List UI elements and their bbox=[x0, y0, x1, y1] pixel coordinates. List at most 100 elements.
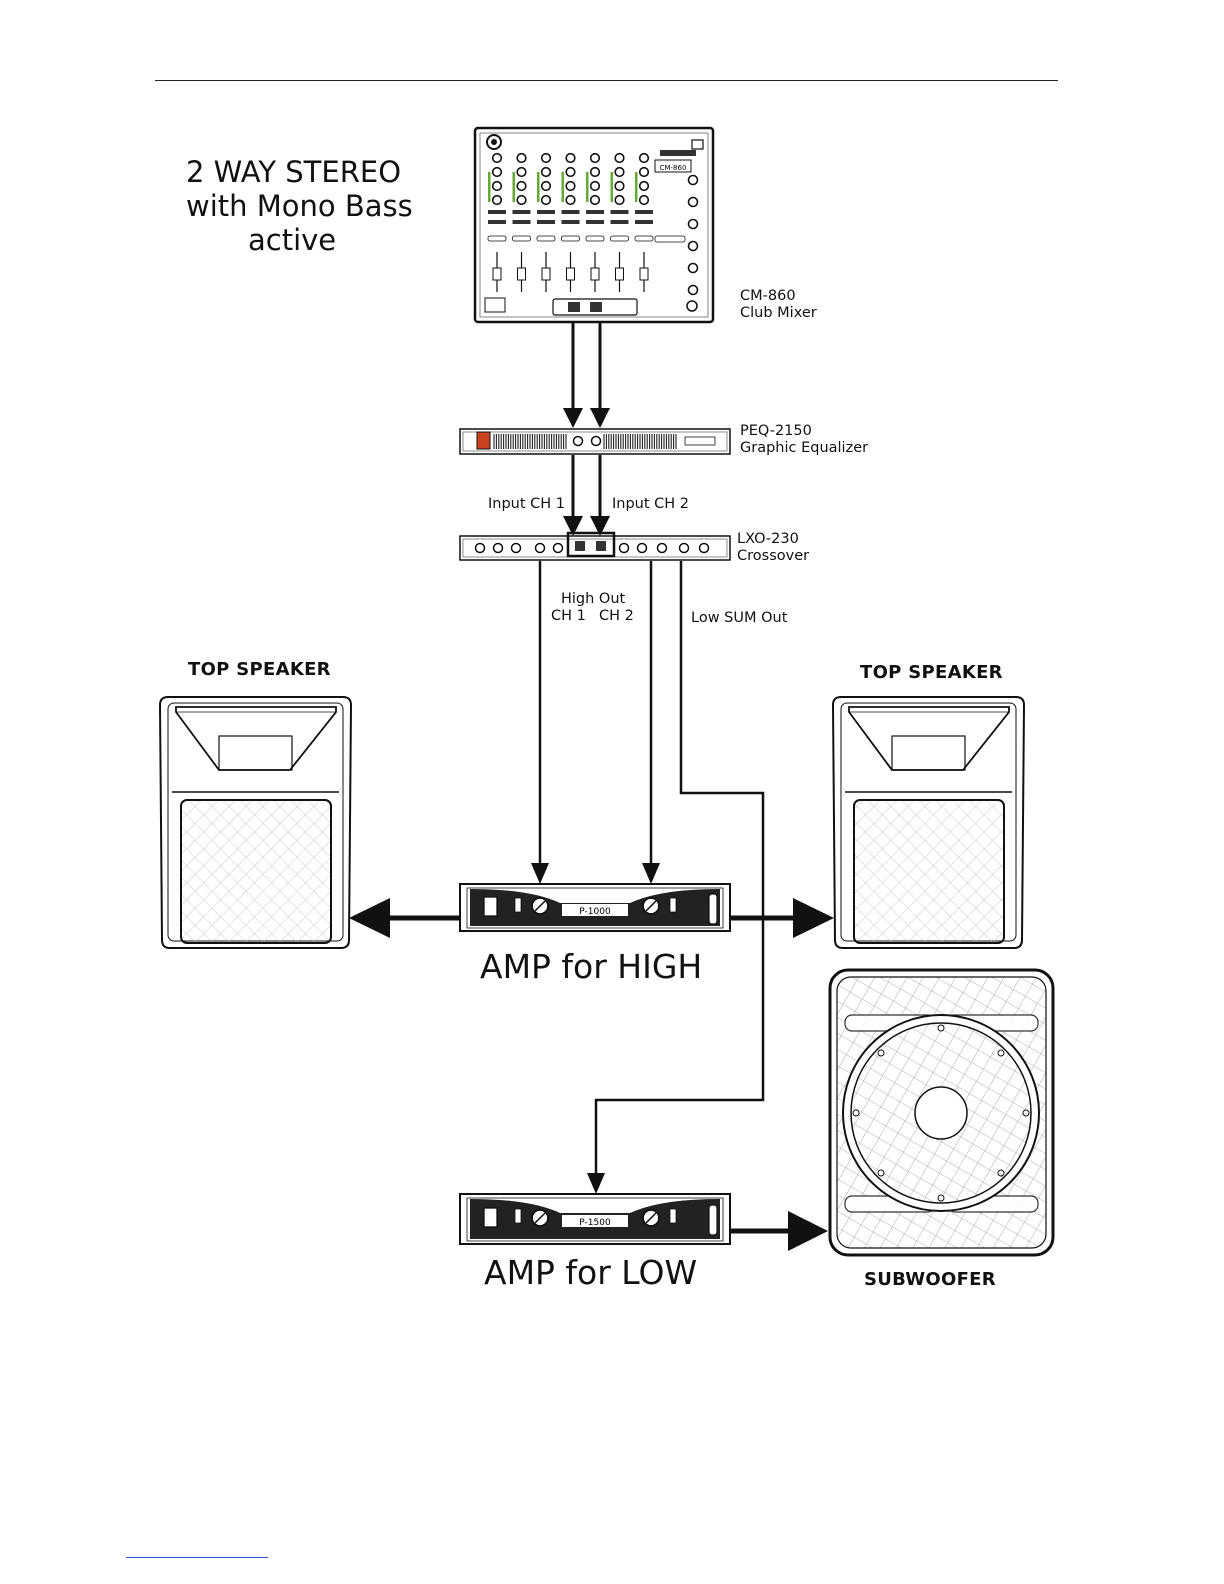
mixer-fader-cap bbox=[567, 268, 575, 280]
top-speaker-right bbox=[833, 697, 1024, 948]
mixer-switch bbox=[635, 220, 653, 224]
amp-low-panel-label: P-1500 bbox=[579, 1218, 611, 1228]
mixer-switch bbox=[586, 210, 604, 214]
mixer-master-knob bbox=[689, 220, 698, 229]
mixer-knob bbox=[493, 154, 502, 163]
mixer-knob bbox=[615, 168, 624, 177]
mixer-knob bbox=[517, 182, 526, 191]
mixer-knob bbox=[517, 154, 526, 163]
mixer-button bbox=[488, 236, 506, 241]
mixer-label: CM-860 Club Mixer bbox=[740, 288, 817, 322]
mixer-button bbox=[611, 236, 629, 241]
crossover-knob bbox=[554, 544, 563, 553]
eq-model: PEQ-2150 bbox=[740, 423, 868, 440]
eq-desc: Graphic Equalizer bbox=[740, 440, 868, 457]
mixer-fader-cap bbox=[616, 268, 624, 280]
low-sum-cable bbox=[587, 561, 763, 1194]
mixer-switch bbox=[635, 210, 653, 214]
mixer-crossfader bbox=[655, 236, 685, 242]
mixer-knob bbox=[591, 154, 600, 163]
eq-device bbox=[460, 429, 730, 454]
mixer-fader-cap bbox=[518, 268, 526, 280]
mixer-knob bbox=[542, 168, 551, 177]
mixer-knob bbox=[591, 168, 600, 177]
crossover-knob bbox=[620, 544, 629, 553]
eq-to-crossover-cables bbox=[563, 455, 610, 536]
top-speaker-left-label: TOP SPEAKER bbox=[188, 659, 331, 680]
mixer-knob bbox=[493, 196, 502, 205]
amp-low-to-sub bbox=[731, 1211, 828, 1251]
mixer-button bbox=[562, 236, 580, 241]
high-out-label: High Out bbox=[561, 591, 625, 608]
mixer-meter bbox=[635, 172, 638, 202]
mixer-switch bbox=[488, 210, 506, 214]
top-speaker-right-label: TOP SPEAKER bbox=[860, 662, 1003, 683]
crossover-knob bbox=[494, 544, 503, 553]
low-sum-out-label: Low SUM Out bbox=[691, 610, 787, 627]
subwoofer-label: SUBWOOFER bbox=[864, 1269, 996, 1290]
mixer-knob bbox=[591, 196, 600, 205]
mixer-meter bbox=[586, 172, 589, 202]
top-speaker-left bbox=[160, 697, 351, 948]
mixer-fader-cap bbox=[542, 268, 550, 280]
mixer-knob bbox=[566, 154, 575, 163]
mixer-button bbox=[586, 236, 604, 241]
mixer-button bbox=[537, 236, 555, 241]
crossover-switch bbox=[575, 541, 585, 551]
crossover-knob bbox=[536, 544, 545, 553]
input-ch1-label: Input CH 1 bbox=[488, 496, 565, 513]
mixer-meter bbox=[611, 172, 614, 202]
mixer-device: CM-860 bbox=[475, 128, 713, 322]
mixer-meter bbox=[537, 172, 540, 202]
amp-low-device: P-1500 bbox=[460, 1194, 730, 1244]
mixer-meter bbox=[513, 172, 516, 202]
mixer-knob bbox=[542, 154, 551, 163]
mixer-knob bbox=[566, 196, 575, 205]
mixer-knob bbox=[493, 168, 502, 177]
mixer-switch bbox=[537, 210, 555, 214]
crossover-knob bbox=[638, 544, 647, 553]
crossover-model: LXO-230 bbox=[737, 531, 809, 548]
eq-label: PEQ-2150 Graphic Equalizer bbox=[740, 423, 868, 457]
crossover-label: LXO-230 Crossover bbox=[737, 531, 809, 565]
mixer-knob bbox=[542, 196, 551, 205]
crossover-knob bbox=[680, 544, 689, 553]
mixer-fader-cap bbox=[493, 268, 501, 280]
mixer-knob bbox=[640, 154, 649, 163]
crossover-knob bbox=[476, 544, 485, 553]
mixer-model: CM-860 bbox=[740, 288, 817, 305]
mixer-knob bbox=[493, 182, 502, 191]
footer-rule bbox=[126, 1557, 268, 1558]
mixer-knob bbox=[591, 182, 600, 191]
mixer-knob bbox=[566, 182, 575, 191]
mixer-panel-label: CM-860 bbox=[660, 164, 687, 172]
mixer-master-knob bbox=[689, 198, 698, 207]
amp-low-label: AMP for LOW bbox=[484, 1253, 697, 1292]
mixer-fader-cap bbox=[640, 268, 648, 280]
mixer-knob bbox=[640, 168, 649, 177]
mixer-master-knob bbox=[689, 176, 698, 185]
mixer-to-eq-cables bbox=[563, 323, 610, 428]
mixer-knob bbox=[640, 182, 649, 191]
mixer-knob bbox=[615, 182, 624, 191]
mixer-knob bbox=[615, 196, 624, 205]
crossover-desc: Crossover bbox=[737, 548, 809, 565]
mixer-knob bbox=[542, 182, 551, 191]
mixer-button bbox=[635, 236, 653, 241]
crossover-device bbox=[460, 533, 730, 560]
mixer-knob bbox=[517, 196, 526, 205]
mixer-switch bbox=[513, 220, 531, 224]
mixer-switch bbox=[562, 220, 580, 224]
amp-high-device: P-1000 bbox=[460, 884, 730, 931]
mixer-knob bbox=[517, 168, 526, 177]
mixer-switch bbox=[488, 220, 506, 224]
mixer-meter bbox=[488, 172, 491, 202]
amp-high-label: AMP for HIGH bbox=[480, 947, 702, 986]
mixer-switch bbox=[513, 210, 531, 214]
crossover-knob bbox=[700, 544, 709, 553]
amp-high-panel-label: P-1000 bbox=[579, 907, 611, 917]
mixer-master-knob bbox=[689, 286, 698, 295]
mixer-switch bbox=[611, 220, 629, 224]
high-ch1-label: CH 1 bbox=[551, 608, 586, 625]
